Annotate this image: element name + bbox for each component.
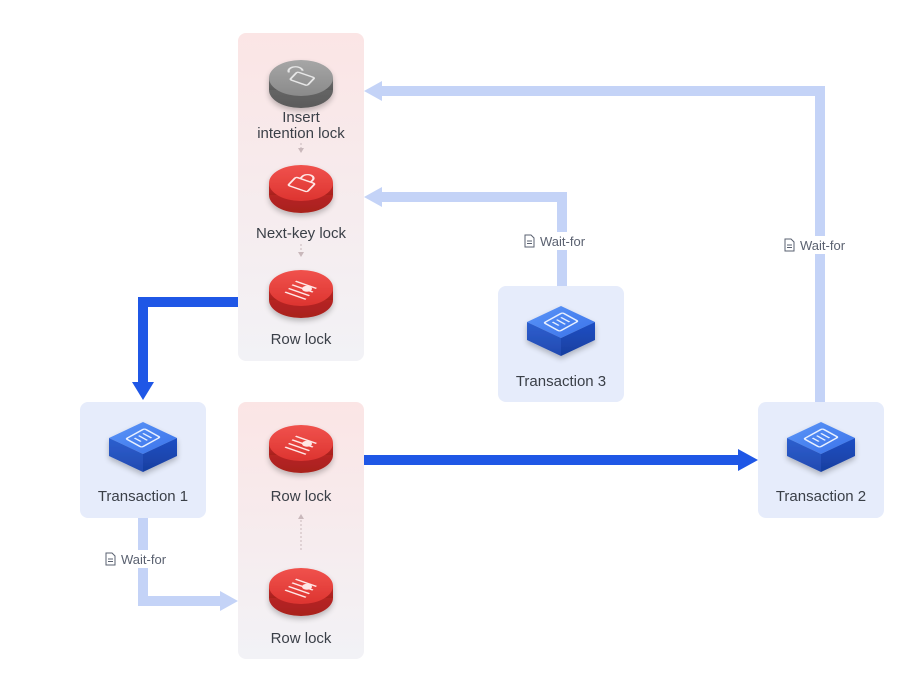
row-lock-icon [284,578,317,598]
row-lock-top-label: Row lock [271,331,332,348]
insert-intention-lock-label-line1: Insert [282,109,320,126]
transaction-3-label: Transaction 3 [516,373,606,390]
lock-sequence-arrow-1 [298,143,304,153]
transaction-1-label: Transaction 1 [98,488,188,505]
transaction-2-label: Transaction 2 [776,488,866,505]
wait-for-arrow-t3 [364,187,567,286]
insert-intention-lock [269,60,333,108]
row-lock-bottom [269,568,333,616]
unlocked-padlock-icon [287,66,316,86]
insert-intention-lock-label-line2: intention lock [257,125,345,142]
row-lock-icon [284,280,317,300]
next-key-lock [269,165,333,213]
wait-for-label-t1: Wait-for [100,550,182,568]
next-key-lock-label: Next-key lock [256,225,347,242]
wait-for-label-t3: Wait-for [516,232,602,250]
svg-text:Wait-for: Wait-for [540,234,586,249]
padlock-icon [287,173,316,193]
row-lock-middle-label: Row lock [271,488,332,505]
wait-for-arrow-t2 [364,81,825,402]
wait-for-label-t2: Wait-for [780,236,862,254]
row-lock-icon [284,435,317,455]
svg-text:Wait-for: Wait-for [121,552,167,567]
row-lock-top [269,270,333,318]
svg-text:Wait-for: Wait-for [800,238,846,253]
lock-sequence-arrow-2 [298,244,304,257]
hold-arrow-row-to-t1 [132,297,238,400]
lock-sequence-arrow-3 [298,514,304,550]
row-lock-middle [269,425,333,473]
hold-arrow-row-to-t2 [364,449,758,471]
row-lock-bottom-label: Row lock [271,630,332,647]
wait-for-arrow-t1 [138,518,238,611]
